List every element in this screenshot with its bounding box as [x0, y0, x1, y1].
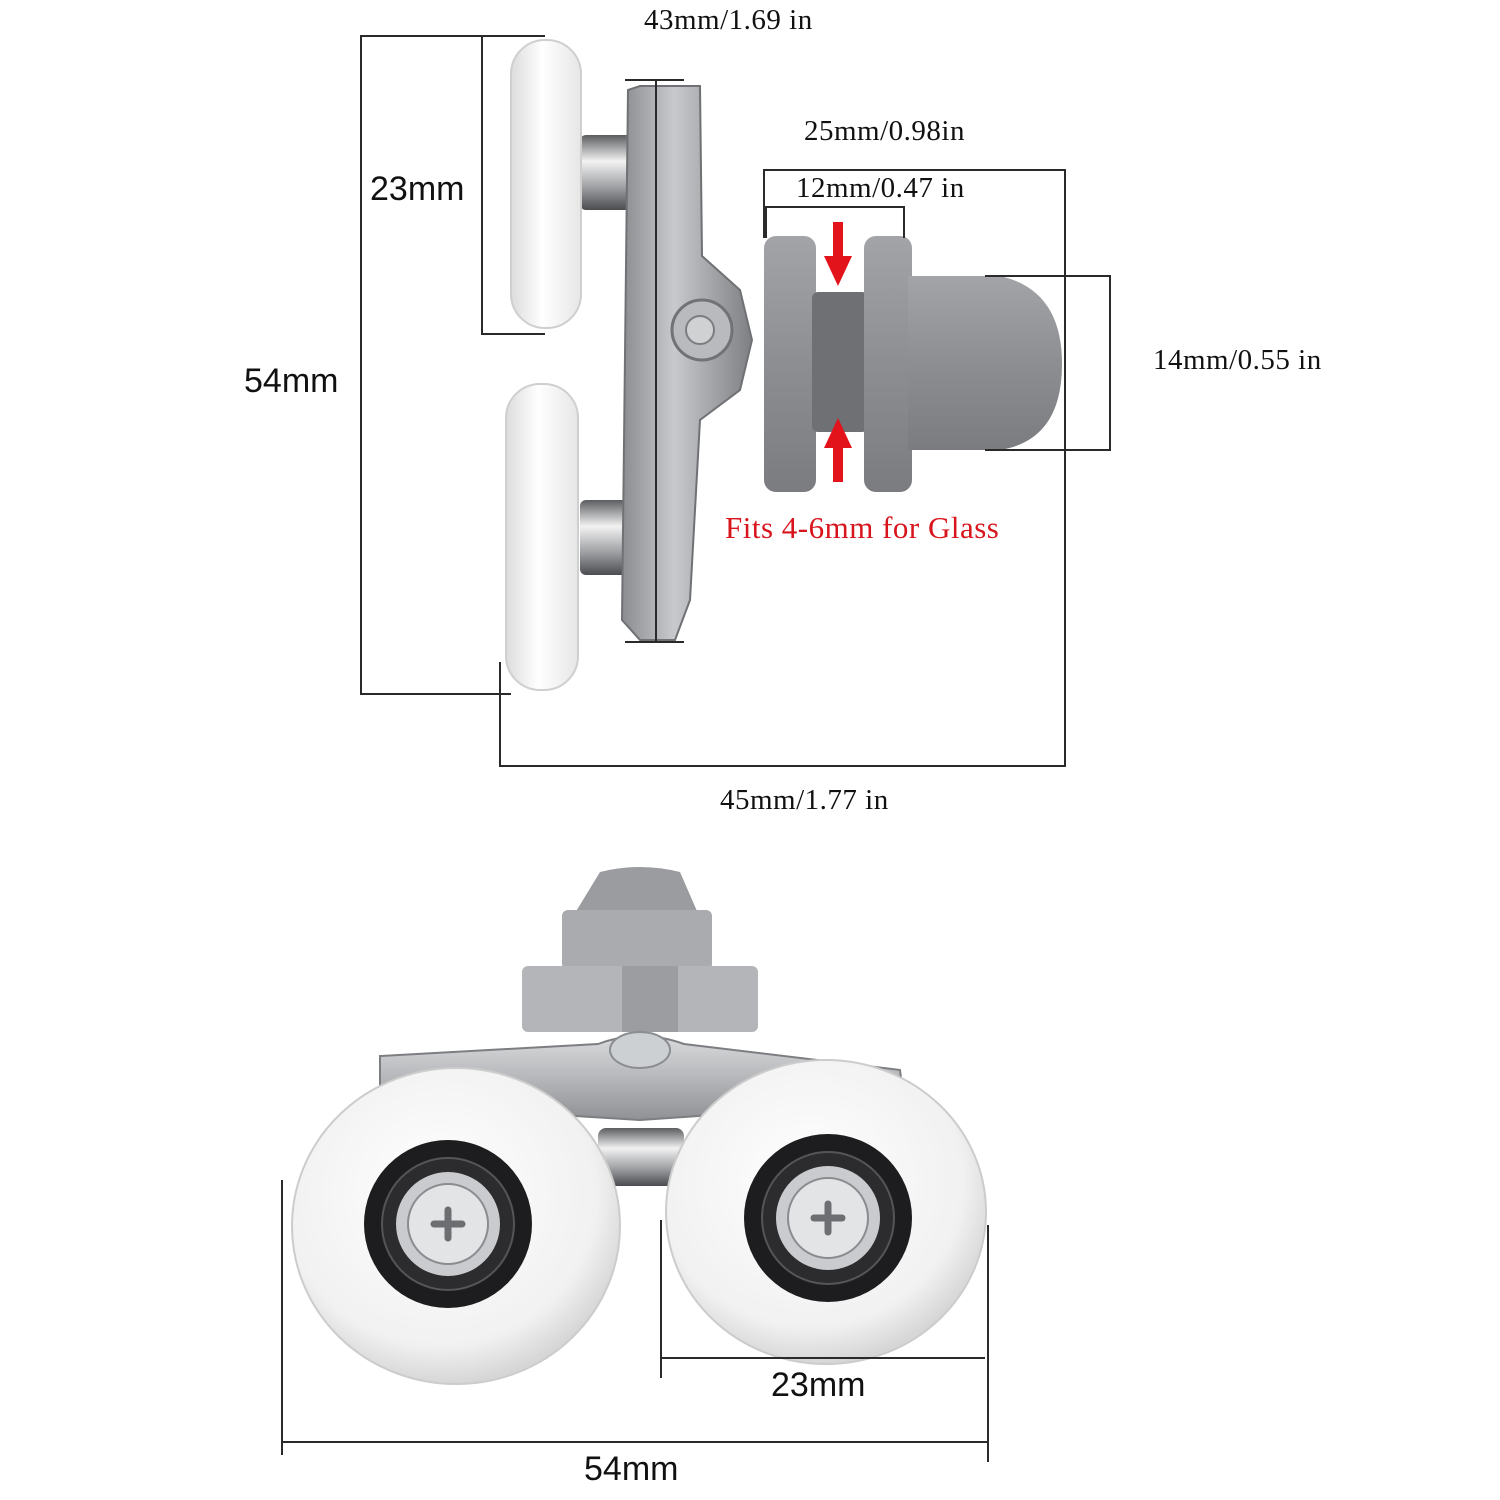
- lower-axle: [580, 500, 632, 575]
- left-phillips-screw-icon: [430, 1206, 466, 1242]
- total-depth-label: 45mm/1.77 in: [720, 784, 889, 816]
- lower-wheel: [505, 383, 579, 691]
- end-cap: [908, 276, 1062, 450]
- top-view-dimension-lines: [360, 35, 1111, 767]
- pivot-rivet-center: [685, 315, 715, 345]
- total-height-label: 54mm: [244, 362, 339, 400]
- front-right-wheel: [665, 1059, 987, 1365]
- front-end-cap: [572, 867, 700, 918]
- glass-fit-arrows: [824, 222, 852, 482]
- upper-wheel: [510, 39, 582, 329]
- cap-diameter-label: 14mm/0.55 in: [1153, 344, 1322, 376]
- outer-depth-label: 25mm/0.98in: [804, 115, 965, 147]
- right-phillips-screw-icon: [810, 1200, 846, 1236]
- metal-plate: [620, 85, 754, 641]
- front-view-roller: [291, 867, 987, 1385]
- outer-flange: [864, 236, 912, 492]
- glass-fit-note: Fits 4-6mm for Glass: [725, 510, 1000, 545]
- glass-spacer: [812, 292, 868, 432]
- front-nut-shade: [622, 966, 678, 1032]
- inner-flange: [764, 236, 816, 492]
- front-left-wheel: [291, 1067, 621, 1385]
- front-rivet: [609, 1031, 671, 1069]
- front-wheel-diameter-label: 23mm: [771, 1366, 866, 1404]
- front-axle: [598, 1128, 684, 1186]
- front-total-width-label: 54mm: [584, 1450, 679, 1488]
- front-outer-flange: [562, 910, 712, 970]
- upper-wheel-diameter-label: 23mm: [370, 170, 465, 208]
- upper-axle: [580, 135, 632, 210]
- glass-gap-label: 12mm/0.47 in: [796, 172, 965, 204]
- top-view-roller: [505, 39, 1062, 691]
- front-view-dimension-lines: [281, 1180, 989, 1462]
- top-width-label: 43mm/1.69 in: [644, 4, 813, 36]
